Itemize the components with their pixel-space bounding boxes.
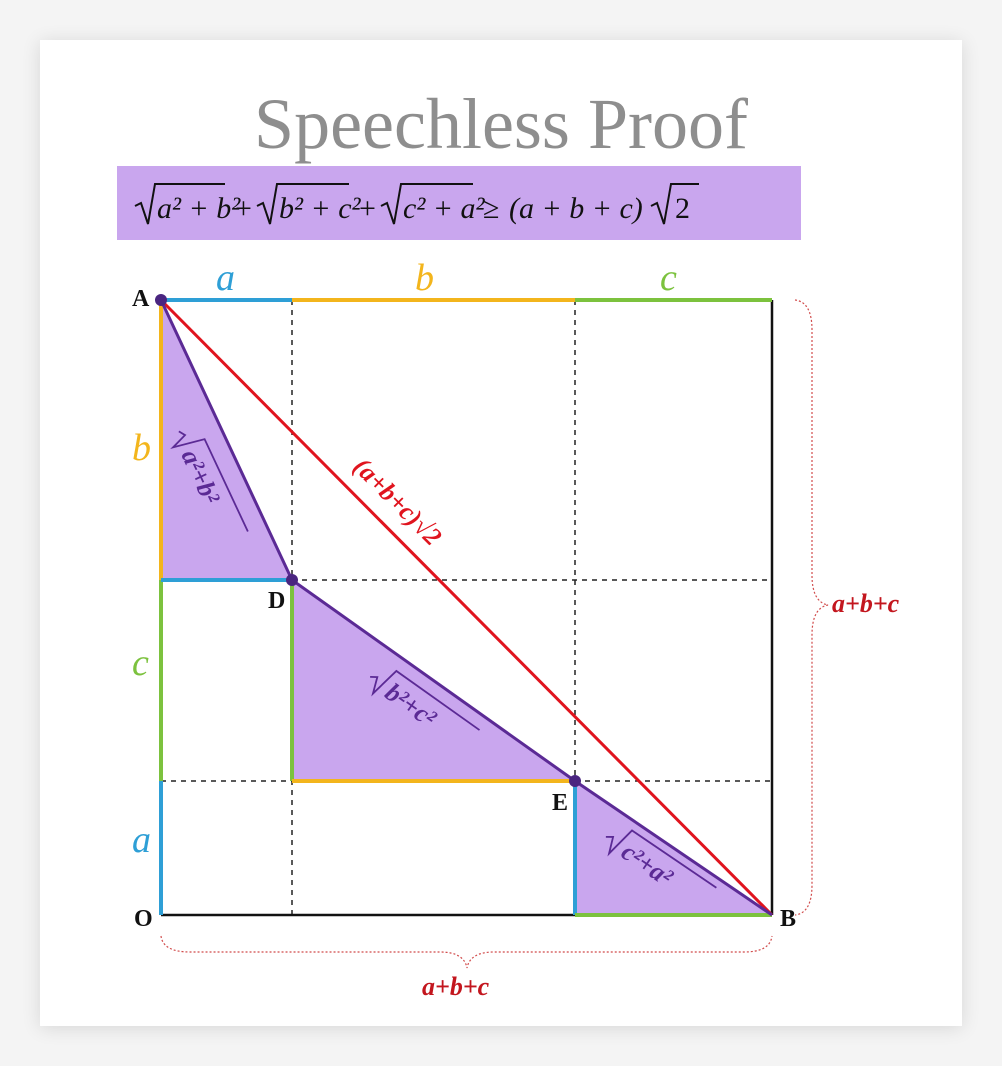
figure-card: Speechless Proof √(a²+b²) + √(b²+c²) + √… [40,40,962,1026]
formula-term-1: a² + b² [157,192,241,225]
label-point-e: E [552,790,568,816]
label-left-a: a [132,819,151,861]
formula-rhs-group: (a + b + c) [509,192,643,225]
formula-svg: a² + b² + b² + c² + c² + a² ≥ (a + b + c… [134,183,699,225]
formula-geq: ≥ [483,192,499,225]
label-left-b: b [132,427,151,469]
right-bracket-label: a+b+c [832,589,900,618]
formula-plus-1: + [235,192,252,225]
point-e-dot [569,775,581,787]
radical-1 [134,183,225,225]
label-top-a: a [216,257,235,299]
label-point-a: A [132,286,150,312]
point-d-dot [286,574,298,586]
formula-plus-2: + [359,192,376,225]
label-top-b: b [415,257,434,299]
proof-diagram: A D E O B a b c b c a a²+b² b²+c² c²+a² [132,257,900,1001]
point-a-dot [155,294,167,306]
bottom-bracket-label: a+b+c [422,972,490,1001]
formula-term-3: c² + a² [403,192,486,225]
bottom-brace [160,935,773,969]
label-point-o: O [134,906,153,932]
page-title: Speechless Proof [254,84,748,164]
formula-rhs-root: 2 [675,192,690,225]
radical-3 [380,183,473,225]
path-adeb [159,299,773,917]
radical-4 [650,183,699,225]
label-point-d: D [268,588,285,614]
radical-2 [256,183,349,225]
diagonal-ab [159,298,774,917]
label-left-c: c [132,642,149,684]
label-top-c: c [660,257,677,299]
formula-banner: √(a²+b²) + √(b²+c²) + √(c²+a²) ≥ (a+b+c)… [117,166,801,240]
right-brace [794,299,829,916]
formula-term-2: b² + c² [279,192,362,225]
label-point-b: B [780,906,796,932]
